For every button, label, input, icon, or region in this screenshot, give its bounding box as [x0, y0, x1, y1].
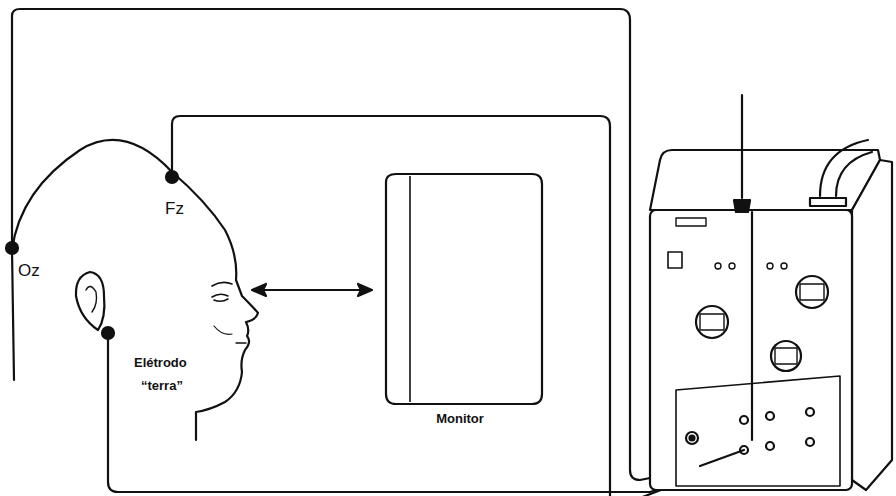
ground-electrode [102, 327, 114, 339]
oz-electrode [6, 242, 18, 254]
amplifier [650, 95, 892, 490]
cheek [214, 326, 232, 334]
fz-electrode [166, 171, 178, 183]
ground-electrode-label: Elétrodo [134, 355, 187, 370]
ear [76, 272, 104, 330]
viewing-arrow [258, 289, 366, 291]
head-outline [12, 140, 258, 440]
electrode-label: Oz [18, 261, 40, 281]
monitor: Monitor [380, 170, 548, 432]
mouth [236, 342, 246, 343]
eye [212, 294, 228, 301]
monitor-outline [380, 170, 548, 432]
electrode-label: Fz [165, 199, 184, 219]
fz-wire [172, 116, 610, 496]
oz-wire [12, 9, 700, 480]
brow [212, 282, 232, 286]
ear-inner [86, 286, 97, 312]
ground-electrode-label: “terra” [141, 378, 183, 393]
monitor-label: Monitor [436, 411, 484, 426]
viewing-arrow-head [252, 284, 372, 296]
